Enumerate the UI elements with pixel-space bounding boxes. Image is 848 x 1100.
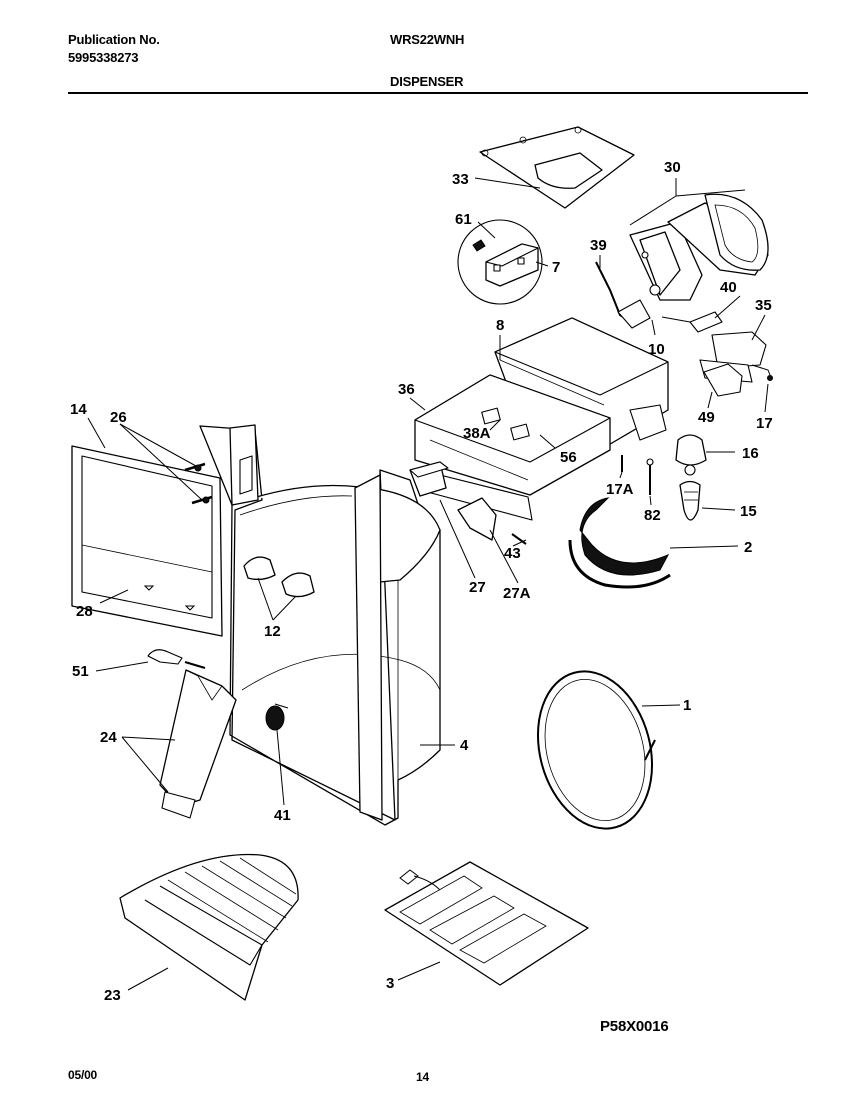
publication-label: Publication No. — [68, 32, 160, 47]
callout-15: 15 — [740, 503, 757, 520]
callout-27: 27 — [469, 579, 486, 596]
header-rule — [68, 92, 808, 94]
publication-number: 5995338273 — [68, 50, 139, 65]
callout-1: 1 — [683, 697, 691, 714]
part-33-plate — [479, 126, 635, 209]
callout-24: 24 — [100, 729, 117, 746]
callout-82: 82 — [644, 507, 661, 524]
section-title: DISPENSER — [390, 74, 464, 89]
part-12-clips — [243, 556, 315, 598]
callout-36: 36 — [398, 381, 415, 398]
part-30-chute-door — [629, 193, 769, 301]
callout-27a: 27A — [503, 585, 531, 602]
callout-10: 10 — [648, 341, 665, 358]
parts-small-hardware — [621, 363, 743, 521]
callout-23: 23 — [104, 987, 121, 1004]
parts-27-27a-43 — [409, 461, 527, 545]
callout-33: 33 — [452, 171, 469, 188]
callout-49: 49 — [698, 409, 715, 426]
callout-12: 12 — [264, 623, 281, 640]
callout-labels: 33 30 61 7 39 40 35 8 10 36 38A 56 49 17… — [70, 159, 773, 1004]
callout-38a: 38A — [463, 425, 491, 442]
part-2-wire-harness — [568, 497, 671, 589]
leader-lines — [87, 177, 769, 991]
model-number: WRS22WNH — [390, 32, 465, 47]
callout-17a: 17A — [606, 481, 634, 498]
callout-30: 30 — [664, 159, 681, 176]
callout-26: 26 — [110, 409, 127, 426]
callout-51: 51 — [72, 663, 89, 680]
part-4-housing — [199, 424, 441, 826]
callout-61: 61 — [455, 211, 472, 228]
callout-8: 8 — [496, 317, 504, 334]
callout-40: 40 — [720, 279, 737, 296]
part-23-tray — [119, 853, 299, 1001]
callout-17: 17 — [756, 415, 773, 432]
parts-51-24-41 — [147, 649, 289, 819]
part-7-61-inset — [457, 219, 543, 305]
callout-14: 14 — [70, 401, 87, 418]
callout-56: 56 — [560, 449, 577, 466]
callout-4: 4 — [460, 737, 469, 754]
part-3-heater-plate — [384, 861, 589, 986]
page-number: 14 — [416, 1070, 429, 1084]
callout-28: 28 — [76, 603, 93, 620]
part-1-gasket — [536, 670, 656, 830]
callout-35: 35 — [755, 297, 772, 314]
callout-7: 7 — [552, 259, 560, 276]
callout-16: 16 — [742, 445, 759, 462]
part-14-28-panel — [71, 445, 223, 637]
callout-39: 39 — [590, 237, 607, 254]
callout-41: 41 — [274, 807, 291, 824]
callout-43: 43 — [504, 545, 521, 562]
part-8-36-housing — [414, 317, 669, 521]
diagram-code: P58X0016 — [600, 1018, 669, 1035]
footer-date: 05/00 — [68, 1068, 98, 1082]
callout-3: 3 — [386, 975, 394, 992]
callout-2: 2 — [744, 539, 752, 556]
